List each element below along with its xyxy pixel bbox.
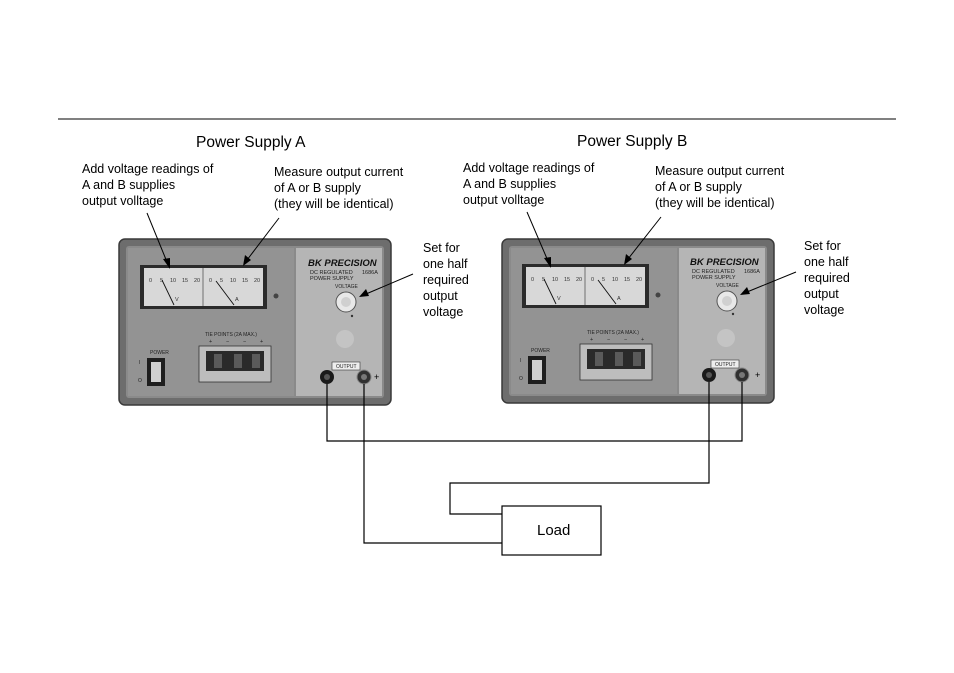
- svg-text:5: 5: [542, 277, 545, 283]
- supply-b-right-panel: [679, 248, 765, 394]
- wire-a-negative-to-b-positive: [326, 382, 743, 442]
- supply-a-blank-knob-cap: [336, 330, 354, 348]
- supply-b-annotation-left: Add voltage readings of A and B supplies…: [463, 161, 598, 207]
- svg-text:−: −: [226, 339, 229, 345]
- svg-text:20: 20: [254, 278, 260, 284]
- supply-b-subtitle: DC REGULATED POWER SUPPLY: [692, 269, 736, 281]
- supply-b-annotation-right: Set for one half required output voltage: [804, 239, 853, 317]
- supply-a-power-on-mark: I: [139, 360, 140, 366]
- supply-a-plus-sign: +: [374, 372, 379, 382]
- svg-text:20: 20: [576, 277, 582, 283]
- load-label: Load: [537, 522, 570, 539]
- supply-a-meter-scale-a: 0 5 10 15 20: [209, 278, 260, 284]
- wire-a-positive-to-load: [363, 384, 502, 544]
- svg-text:15: 15: [242, 278, 248, 284]
- supply-b-arrow-middle: [624, 216, 662, 265]
- supply-b-arrow-left: [526, 211, 551, 268]
- supply-b-ammeter-needle: [597, 279, 617, 305]
- supply-a-voltmeter-needle: [161, 279, 175, 306]
- supply-a-tie-points-label: TIE POINTS (2A MAX.): [205, 332, 257, 338]
- supply-b-model: 1686A: [744, 269, 760, 275]
- svg-text:−: −: [607, 337, 610, 343]
- supply-a-voltage-label: VOLTAGE: [335, 284, 359, 290]
- svg-text:10: 10: [612, 277, 618, 283]
- supply-b-meter-v-label: V: [557, 296, 561, 302]
- supply-b-meter-scale-a: 0 5 10 15 20: [591, 277, 642, 283]
- supply-b-blank-knob-cap: [717, 329, 735, 347]
- supply-a-arrow-middle: [243, 217, 280, 266]
- svg-text:10: 10: [552, 277, 558, 283]
- svg-text:−: −: [243, 339, 246, 345]
- supply-a-tie-signs: + − − +: [209, 339, 263, 345]
- svg-text:+: +: [641, 337, 644, 343]
- svg-text:10: 10: [170, 278, 176, 284]
- supply-b-annotation-middle: Measure output current of A or B supply …: [655, 164, 788, 210]
- svg-text:0: 0: [209, 278, 212, 284]
- supply-a-brand: BK PRECISION: [308, 258, 378, 269]
- supply-b-output-label: OUTPUT: [715, 362, 736, 368]
- supply-a-title: Power Supply A: [196, 134, 306, 151]
- supply-b-meter-face: [526, 267, 645, 305]
- supply-a-annotation-middle: Measure output current of A or B supply …: [274, 165, 407, 211]
- supply-a-power-label: POWER: [150, 350, 169, 356]
- supply-b-meter-scale-v: 0 5 10 15 20: [531, 277, 582, 283]
- supply-b-arrow-right: [740, 271, 797, 295]
- supply-b-meter-a-label: A: [617, 296, 621, 302]
- svg-text:15: 15: [624, 277, 630, 283]
- supply-b-power-off-mark: O: [519, 376, 523, 382]
- svg-text:0: 0: [531, 277, 534, 283]
- supply-a-output-label: OUTPUT: [336, 364, 357, 370]
- wiring: [326, 382, 743, 544]
- supply-a-annotation-left: Add voltage readings of A and B supplies…: [82, 162, 217, 208]
- supply-a-arrow-right: [359, 273, 414, 297]
- supply-a-model: 1686A: [362, 270, 378, 276]
- svg-text:10: 10: [230, 278, 236, 284]
- supply-b-power-label: POWER: [531, 348, 550, 354]
- supply-a-meter-scale-v: 0 5 10 15 20: [149, 278, 200, 284]
- supply-a-output-label-box: [331, 361, 361, 371]
- supply-b-overload-led: [655, 292, 661, 298]
- power-supply-b: Power Supply B Add voltage readings of A…: [463, 133, 853, 404]
- supply-a-ammeter-needle: [215, 280, 235, 306]
- supply-a-meter-a-label: A: [235, 297, 239, 303]
- supply-b-brand: BK PRECISION: [690, 257, 760, 268]
- wire-b-negative-to-load: [449, 382, 710, 515]
- svg-text:20: 20: [636, 277, 642, 283]
- svg-text:15: 15: [182, 278, 188, 284]
- supply-a-annotation-right: Set for one half required output voltage: [423, 241, 472, 319]
- svg-text:−: −: [624, 337, 627, 343]
- svg-text:5: 5: [602, 277, 605, 283]
- supply-b-plus-sign: +: [755, 370, 760, 380]
- svg-text:15: 15: [564, 277, 570, 283]
- supply-a-power-off-mark: O: [138, 378, 142, 384]
- svg-text:+: +: [590, 337, 593, 343]
- supply-a-meter-v-label: V: [175, 297, 179, 303]
- supply-b-title: Power Supply B: [577, 133, 687, 150]
- svg-text:0: 0: [591, 277, 594, 283]
- load-box: [501, 505, 602, 556]
- supply-b-tie-signs: + − − +: [590, 337, 644, 343]
- svg-text:20: 20: [194, 278, 200, 284]
- power-supply-a: Power Supply A Add voltage readings of A…: [82, 134, 472, 406]
- supply-b-output-label-box: [710, 359, 740, 369]
- svg-text:5: 5: [220, 278, 223, 284]
- svg-text:+: +: [209, 339, 212, 345]
- supply-b-voltmeter-needle: [543, 278, 557, 305]
- supply-a-meter-face: [144, 268, 263, 306]
- supply-b-voltage-label: VOLTAGE: [716, 283, 740, 289]
- svg-text:5: 5: [160, 278, 163, 284]
- supply-b-power-on-mark: I: [520, 358, 521, 364]
- svg-text:+: +: [260, 339, 263, 345]
- svg-text:0: 0: [149, 278, 152, 284]
- supply-a-overload-led: [273, 293, 279, 299]
- supply-a-arrow-left: [146, 212, 170, 269]
- supply-a-subtitle: DC REGULATED POWER SUPPLY: [310, 270, 354, 282]
- supply-b-tie-points-label: TIE POINTS (2A MAX.): [587, 330, 639, 336]
